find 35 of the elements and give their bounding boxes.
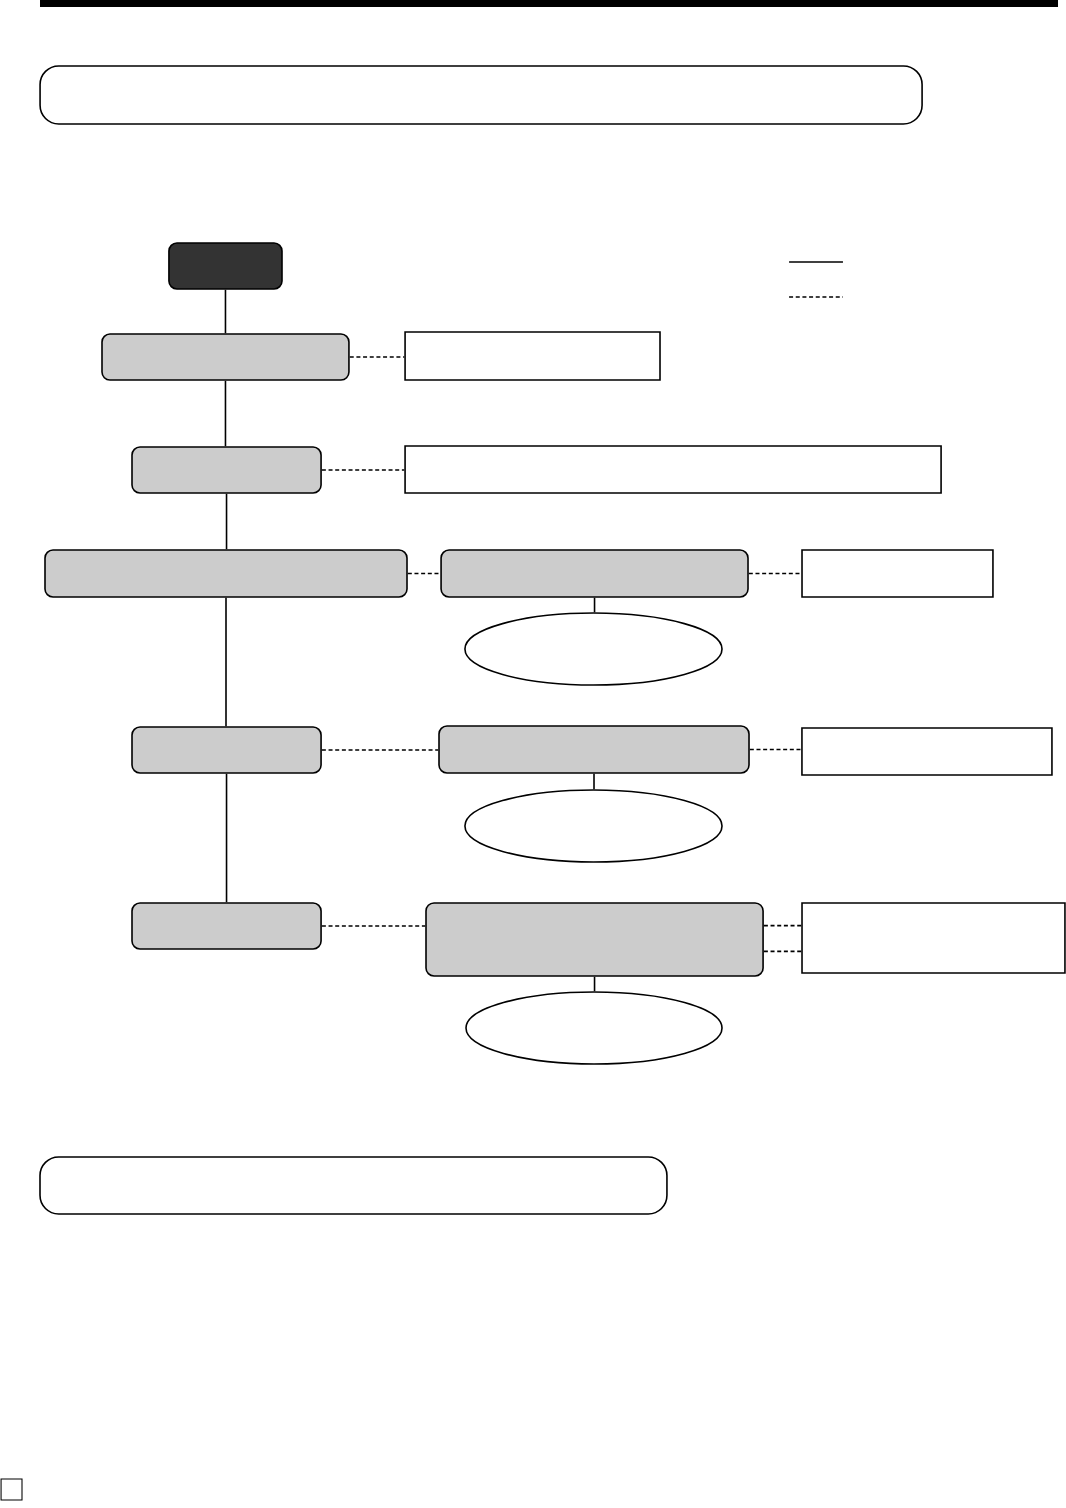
step-box [131,902,322,950]
connector-line [225,773,228,903]
connector-line [321,469,406,471]
heading-band [39,1156,668,1215]
connector-line [763,950,802,953]
connector-line [593,976,596,992]
connector-line [224,380,227,447]
connector-line [593,772,595,790]
connector-line [321,749,439,751]
step-box [440,549,749,598]
step-box [44,549,408,598]
step-box [131,446,322,494]
connector-line [593,596,596,614]
connector-line [224,289,227,335]
start-box [168,242,283,290]
connector-line [225,493,228,550]
result-ellipse [465,991,723,1065]
step-box [425,902,764,977]
connector-line [348,356,406,358]
connector-line [321,925,426,927]
connector-line [225,596,227,727]
step-box [131,726,322,774]
note-box [801,902,1066,974]
note-box [801,549,994,598]
result-ellipse [464,612,723,686]
note-box [404,331,661,381]
connector-line [748,572,802,575]
step-box [101,333,350,381]
note-box [404,445,942,494]
connector-line [763,924,802,927]
step-box [438,725,750,774]
heading-band [39,65,923,125]
connector-line [749,748,802,751]
note-box [801,727,1053,776]
result-ellipse [464,789,723,863]
